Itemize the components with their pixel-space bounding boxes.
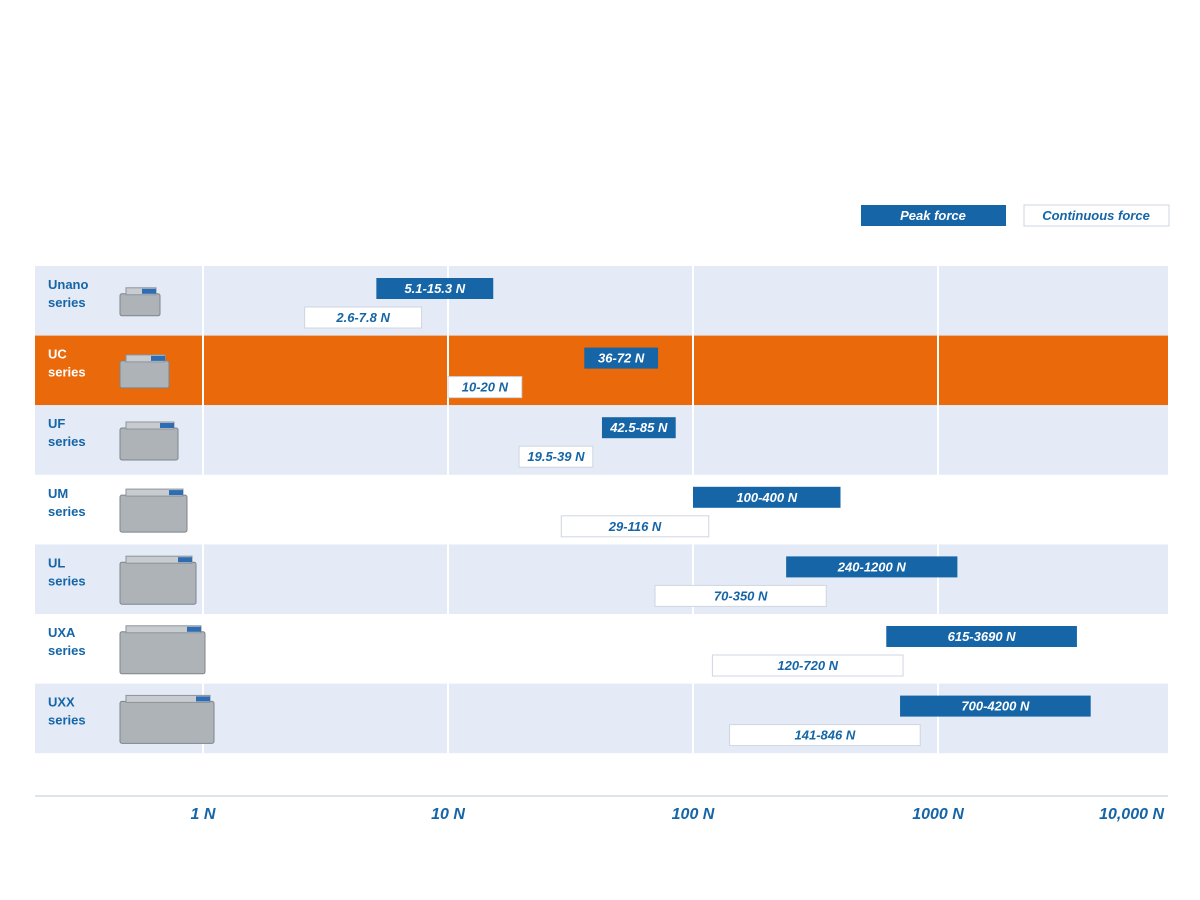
- row-band-ul: [35, 544, 1168, 614]
- series-name-label: UXA: [48, 625, 76, 640]
- continuous-force-label: 141-846 N: [795, 728, 856, 743]
- motor-body: [119, 561, 197, 605]
- legend-peak-swatch: [861, 205, 1006, 226]
- uxx-motor-icon: [119, 694, 215, 744]
- series-suffix-label: series: [48, 295, 86, 310]
- series-name-label: UF: [48, 416, 65, 431]
- series-suffix-label: series: [48, 713, 86, 728]
- row-band-uf: [35, 405, 1168, 475]
- peak-force-label: 100-400 N: [736, 490, 797, 505]
- um-motor-icon: [119, 488, 188, 533]
- series-name-label: Unano: [48, 277, 89, 292]
- series-suffix-label: series: [48, 504, 86, 519]
- continuous-force-label: 2.6-7.8 N: [335, 310, 390, 325]
- series-name-label: UXX: [48, 695, 75, 710]
- peak-force-label: 240-1200 N: [837, 559, 907, 574]
- brand-plate: [196, 696, 210, 702]
- x-tick-label: 100 N: [672, 806, 715, 823]
- row-labels: UnanoseriesUCseriesUFseriesUMseriesULser…: [48, 277, 89, 728]
- peak-force-bar: [786, 556, 958, 578]
- continuous-force-bar: [304, 306, 423, 329]
- x-tick-label: 10 N: [431, 806, 465, 823]
- x-tick-label: 10,000 N: [1099, 806, 1164, 823]
- continuous-force-label: 10-20 N: [462, 380, 509, 395]
- brand-plate: [178, 557, 192, 563]
- brand-plate: [169, 490, 183, 496]
- x-tick-label: 1000 N: [912, 806, 964, 823]
- row-band-uxx: [35, 683, 1168, 754]
- series-suffix-label: series: [48, 365, 86, 380]
- x-tick-label: 1 N: [191, 806, 216, 823]
- peak-force-bar: [601, 417, 676, 439]
- continuous-force-bar: [654, 584, 827, 607]
- peak-force-bar: [900, 695, 1091, 717]
- series-name-label: UC: [48, 347, 67, 362]
- continuous-force-bar: [560, 515, 710, 538]
- row-band-unano: [35, 266, 1168, 336]
- legend-peak-label: Peak force: [900, 208, 966, 223]
- continuous-force-bar: [518, 445, 594, 468]
- peak-force-label: 700-4200 N: [961, 699, 1030, 714]
- ul-motor-icon: [119, 555, 197, 605]
- motor-body: [119, 293, 161, 317]
- uc-motor-icon: [119, 354, 170, 389]
- continuous-force-bar: [711, 654, 904, 677]
- motor-body: [119, 700, 215, 744]
- peak-force-label: 42.5-85 N: [609, 420, 668, 435]
- peak-force-bar: [886, 626, 1077, 647]
- peak-force-label: 36-72 N: [598, 351, 645, 366]
- series-suffix-label: series: [48, 643, 86, 658]
- brand-plate: [160, 423, 174, 428]
- continuous-force-bar: [729, 724, 921, 747]
- uf-motor-icon: [119, 421, 179, 461]
- motor-body: [119, 631, 206, 675]
- continuous-force-label: 29-116 N: [608, 519, 662, 534]
- motor-body: [119, 360, 170, 389]
- brand-plate: [151, 355, 165, 361]
- legend-continuous-swatch: [1023, 204, 1170, 227]
- bars: 5.1-15.3 N 2.6-7.8 N 36-72 N 10-20 N 42.5-85…: [304, 278, 1091, 747]
- unano-motor-icon: [119, 287, 161, 317]
- series-name-label: UL: [48, 555, 65, 570]
- continuous-force-label: 19.5-39 N: [527, 449, 585, 464]
- brand-plate: [187, 626, 201, 632]
- continuous-force-label: 70-350 N: [714, 588, 768, 603]
- motor-body: [119, 494, 188, 533]
- peak-force-bar: [693, 486, 841, 508]
- legend: Peak force Continuous force: [861, 204, 1170, 227]
- motor-body: [119, 427, 179, 461]
- series-suffix-label: series: [48, 573, 86, 588]
- row-bands: [35, 266, 1168, 754]
- x-axis: 1 N 10 N 100 N 1000 N 10,000 N: [35, 795, 1168, 823]
- series-name-label: UM: [48, 486, 68, 501]
- uxa-motor-icon: [119, 625, 206, 675]
- motor-icons: [119, 287, 215, 744]
- peak-force-bar: [584, 347, 659, 369]
- series-suffix-label: series: [48, 434, 86, 449]
- continuous-force-label: 120-720 N: [777, 658, 838, 673]
- continuous-force-bar: [447, 376, 523, 399]
- peak-force-bar: [376, 278, 494, 299]
- peak-force-label: 615-3690 N: [948, 629, 1017, 644]
- legend-continuous-label: Continuous force: [1042, 208, 1150, 223]
- row-band-uc: [35, 335, 1168, 406]
- brand-plate: [142, 288, 156, 294]
- peak-force-label: 5.1-15.3 N: [404, 281, 465, 296]
